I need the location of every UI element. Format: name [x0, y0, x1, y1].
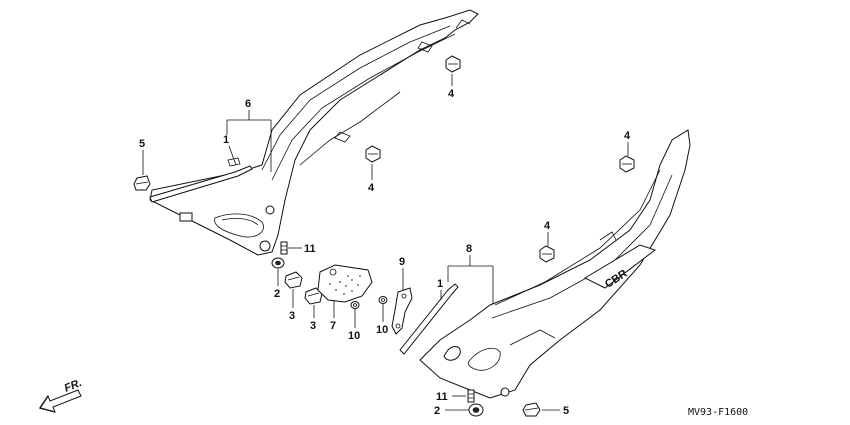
callout-11-left: 11: [304, 243, 316, 255]
callout-1-left: 1: [223, 134, 229, 146]
callout-10-b: 10: [376, 324, 388, 336]
bolt-11a: [280, 241, 288, 255]
stay-9: [391, 287, 413, 335]
right-rubber-strip: [399, 283, 459, 355]
callout-11-right: 11: [436, 391, 448, 403]
callout-6: 6: [245, 98, 251, 110]
diagram-code: MV93-F1600: [688, 407, 748, 418]
callout-4-a: 4: [448, 88, 455, 100]
callout-5-left: 5: [139, 138, 145, 150]
collar-2a: [271, 257, 285, 269]
cushion-5b: [522, 402, 541, 417]
fr-label: FR.: [63, 377, 84, 395]
callout-5-right: 5: [563, 405, 569, 417]
rubber-3b: [304, 287, 323, 305]
callout-1-right: 1: [437, 278, 443, 290]
callout-2-right: 2: [434, 405, 440, 417]
grommet-4a: [445, 55, 461, 73]
rubber-3a: [284, 271, 303, 289]
grommet-4b: [365, 145, 381, 163]
left-rubber-strip: [149, 165, 253, 203]
callout-3-b: 3: [310, 320, 316, 332]
washer-10a: [350, 301, 360, 309]
callout-10-a: 10: [348, 330, 360, 342]
cushion-5a: [133, 175, 151, 191]
washer-10b: [378, 296, 388, 304]
bracket-7: [317, 264, 373, 303]
right-side-cover: [419, 129, 691, 399]
bolt-11b: [467, 389, 475, 403]
left-side-cover: [149, 9, 479, 256]
callout-4-b: 4: [368, 182, 375, 194]
front-direction-arrow: FR.: [38, 377, 84, 413]
callout-7: 7: [330, 320, 336, 332]
collar-2b: [468, 403, 484, 417]
callout-9: 9: [399, 256, 405, 268]
callout-8: 8: [466, 243, 472, 255]
grommet-4c: [619, 155, 635, 173]
callout-2-left: 2: [274, 288, 280, 300]
callout-3-a: 3: [289, 310, 295, 322]
callout-4-d: 4: [544, 220, 551, 232]
grommet-4d: [539, 245, 555, 263]
callout-labels: 6 1 5 4 4 4 4 11 2 3 3 7 10 10 9 8 1 11 …: [139, 88, 631, 417]
callout-4-c: 4: [624, 130, 631, 142]
leader-lines: [142, 74, 629, 411]
